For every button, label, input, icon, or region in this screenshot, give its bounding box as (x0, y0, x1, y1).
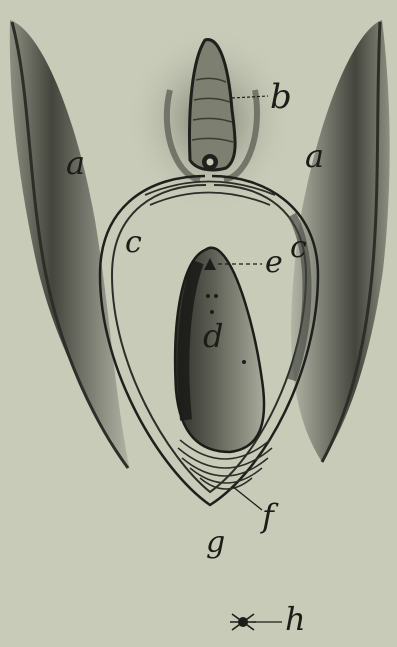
label-a-left: a (66, 147, 85, 179)
central-knob-highlight (207, 159, 214, 166)
leader-line-f (232, 486, 262, 510)
label-d: d (203, 320, 223, 352)
label-h: h (285, 603, 306, 635)
label-b: b (270, 80, 292, 114)
label-f: f (262, 500, 274, 532)
marker-dot-2 (214, 294, 218, 298)
label-a-right: a (305, 140, 324, 172)
marker-dot-4 (242, 360, 246, 364)
left-outer-fold (10, 20, 130, 470)
label-e: e (265, 248, 283, 278)
marker-dot-1 (206, 294, 210, 298)
marker-dot-3 (210, 310, 214, 314)
label-g: g (206, 528, 225, 558)
label-c-left: c (125, 228, 142, 258)
star-marker-icon (230, 614, 256, 630)
label-c-right: c (290, 233, 307, 263)
